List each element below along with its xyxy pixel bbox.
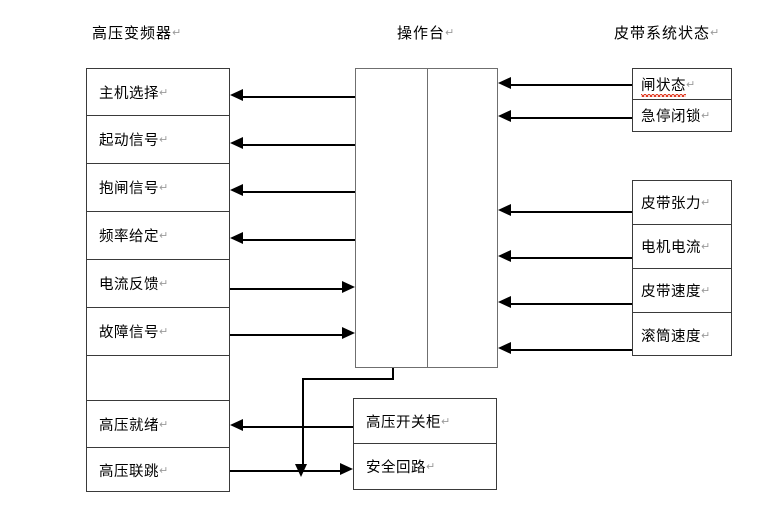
console-divider: [427, 68, 428, 368]
left-column-title-text: 高压变频器: [92, 24, 173, 42]
pilcrow-mark: ↵: [159, 417, 169, 431]
right-top-row-0[interactable]: 闸状态↵: [633, 69, 731, 100]
connector-belt-speed-to-console: [511, 303, 632, 305]
bottom-row-1-label: 安全回路: [366, 459, 426, 476]
pilcrow-mark: ↵: [701, 240, 711, 253]
left-row-5-label: 故障信号: [99, 325, 159, 341]
right-bottom-panel-table: 皮带张力↵ 电机电流↵ 皮带速度↵ 滚筒速度↵: [632, 180, 732, 356]
right-bottom-row-1-label: 电机电流: [641, 240, 701, 256]
left-panel-table: 主机选择↵ 起动信号↵ 抱闸信号↵ 频率给定↵ 电流反馈↵ 故障信号↵ 高压就绪…: [86, 68, 230, 492]
pilcrow-mark: ↵: [159, 85, 169, 99]
pilcrow-mark: ↵: [159, 181, 169, 194]
arrowhead-right-current-feedback: [342, 281, 355, 293]
pilcrow-mark: ↵: [159, 229, 169, 242]
right-bottom-row-0[interactable]: 皮带张力↵: [633, 181, 731, 225]
right-bottom-row-1[interactable]: 电机电流↵: [633, 225, 731, 269]
arrowhead-left-drum-speed: [498, 342, 511, 354]
arrowhead-left-freq-setpoint: [230, 232, 243, 244]
pilcrow-mark: ↵: [701, 196, 711, 209]
right-bottom-row-3[interactable]: 滚筒速度↵: [633, 313, 731, 357]
connector-estop-lock-to-console: [511, 117, 632, 119]
connector-hv-trip-to-safety-circuit: [230, 470, 340, 472]
left-row-0[interactable]: 主机选择↵: [87, 69, 229, 116]
connector-console-to-host-select: [243, 96, 355, 98]
arrowhead-left-brake-signal: [230, 184, 243, 196]
connector-motor-current-to-console: [511, 257, 632, 259]
left-row-5[interactable]: 故障信号↵: [87, 308, 229, 356]
arrowhead-left-gate-status: [498, 77, 511, 89]
right-bottom-row-2[interactable]: 皮带速度↵: [633, 269, 731, 313]
left-row-8-label: 高压联跳: [99, 464, 159, 480]
arrowhead-left-start-signal: [230, 137, 243, 149]
pilcrow-mark: ↵: [701, 109, 711, 122]
left-row-1-label: 起动信号: [99, 133, 159, 149]
pilcrow-mark: ↵: [441, 414, 451, 428]
connector-console-left-segment: [302, 378, 394, 380]
arrowhead-left-estop-lock: [498, 110, 511, 122]
left-row-1[interactable]: 起动信号↵: [87, 116, 229, 164]
console-box[interactable]: [355, 68, 498, 368]
arrowhead-left-belt-speed: [498, 296, 511, 308]
center-column-title-text: 操作台: [397, 24, 446, 42]
left-row-2-label: 抱闸信号: [99, 181, 159, 197]
left-row-4-label: 电流反馈: [99, 277, 159, 293]
bottom-panel-table: 高压开关柜↵ 安全回路↵: [353, 398, 497, 490]
connector-hv-switchgear-to-hv-ready: [243, 426, 353, 428]
right-column-title: 皮带系统状态↵: [614, 22, 719, 43]
left-row-2[interactable]: 抱闸信号↵: [87, 164, 229, 212]
pilcrow-mark: ↵: [686, 77, 696, 91]
connector-fault-signal-to-console: [230, 334, 342, 336]
connector-gate-status-to-console: [511, 84, 632, 86]
bottom-row-0[interactable]: 高压开关柜↵: [354, 399, 496, 444]
pilcrow-mark: ↵: [172, 26, 182, 39]
left-row-3-label: 频率给定: [99, 229, 159, 245]
connector-belt-tension-to-console: [511, 211, 632, 213]
right-top-row-1[interactable]: 急停闭锁↵: [633, 100, 731, 131]
connector-console-drop-segment: [392, 368, 394, 380]
bottom-row-0-label: 高压开关柜: [366, 414, 441, 431]
pilcrow-mark: ↵: [701, 328, 711, 342]
right-top-row-1-label: 急停闭锁: [641, 109, 701, 125]
arrowhead-left-belt-tension: [498, 204, 511, 216]
right-bottom-row-0-label: 皮带张力: [641, 196, 701, 212]
bottom-row-1[interactable]: 安全回路↵: [354, 444, 496, 488]
left-row-7[interactable]: 高压就绪↵: [87, 401, 229, 448]
right-top-panel-table: 闸状态↵ 急停闭锁↵: [632, 68, 732, 132]
arrowhead-left-hv-ready: [230, 419, 243, 431]
arrowhead-left-motor-current: [498, 250, 511, 262]
connector-console-to-freq-setpoint: [243, 239, 355, 241]
connector-console-to-start-signal: [243, 144, 355, 146]
pilcrow-mark: ↵: [159, 277, 169, 290]
arrowhead-left-host-select: [230, 89, 243, 101]
connector-current-feedback-to-console: [230, 288, 342, 290]
pilcrow-mark: ↵: [710, 26, 720, 39]
arrowhead-right-fault-signal: [342, 327, 355, 339]
pilcrow-mark: ↵: [159, 133, 169, 146]
arrowhead-right-safety-circuit: [340, 463, 353, 475]
left-row-4[interactable]: 电流反馈↵: [87, 260, 229, 308]
left-row-6-blank[interactable]: [87, 356, 229, 401]
connector-console-down-segment: [302, 378, 304, 464]
pilcrow-mark: ↵: [701, 284, 711, 297]
pilcrow-mark: ↵: [445, 26, 455, 39]
left-row-3[interactable]: 频率给定↵: [87, 212, 229, 260]
center-column-title: 操作台↵: [397, 22, 454, 43]
right-bottom-row-3-label: 滚筒速度: [641, 328, 701, 345]
left-column-title: 高压变频器↵: [92, 22, 181, 43]
right-column-title-text: 皮带系统状态: [614, 24, 711, 42]
right-top-row-0-label: 闸状态: [641, 74, 686, 97]
right-bottom-row-2-label: 皮带速度: [641, 284, 701, 300]
connector-console-to-brake-signal: [243, 191, 355, 193]
pilcrow-mark: ↵: [159, 464, 169, 477]
left-row-8[interactable]: 高压联跳↵: [87, 448, 229, 493]
pilcrow-mark: ↵: [426, 459, 436, 473]
pilcrow-mark: ↵: [159, 325, 169, 338]
connector-drum-speed-to-console: [511, 349, 632, 351]
left-row-7-label: 高压就绪: [99, 417, 159, 434]
left-row-0-label: 主机选择: [99, 85, 159, 102]
